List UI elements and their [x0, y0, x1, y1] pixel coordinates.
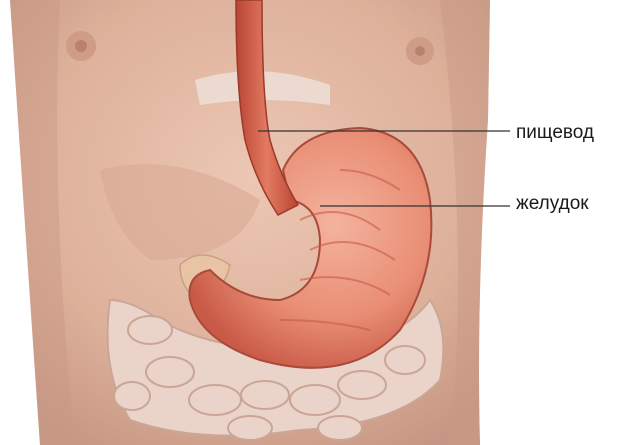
- label-esophagus: пищевод: [516, 122, 594, 144]
- nipple-right: [406, 37, 434, 65]
- nipple-left: [66, 31, 96, 61]
- label-stomach: желудок: [516, 193, 589, 215]
